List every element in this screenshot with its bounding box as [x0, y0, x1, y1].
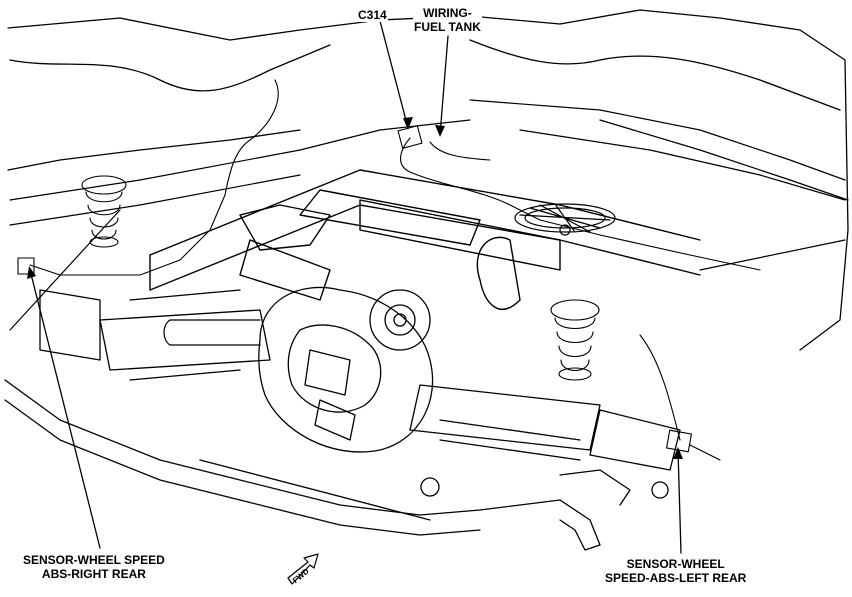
callout-sensor-left-rear: SENSOR-WHEEL SPEED-ABS-LEFT REAR [604, 557, 748, 585]
drive-shaft [163, 319, 261, 346]
rear-fascia [4, 379, 669, 551]
callout-sensor-right-rear-line-2: ABS-RIGHT REAR [41, 567, 146, 581]
body-floor-pan [7, 9, 849, 351]
wiring-harness [17, 79, 761, 461]
differential [258, 286, 434, 453]
callout-sensor-right-rear: SENSOR-WHEEL SPEED ABS-RIGHT REAR [22, 553, 166, 581]
frame-rails [9, 99, 846, 331]
leader-lines [29, 20, 682, 554]
fwd-arrow-icon: FWD [287, 553, 319, 585]
cross-member [149, 169, 701, 310]
coil-spring-right [81, 175, 127, 248]
callout-c314: C314 [357, 8, 388, 22]
fwd-label: FWD [291, 566, 311, 585]
rear-axle [39, 289, 681, 471]
coil-spring-left [550, 299, 600, 381]
leader-left-rear [677, 449, 682, 554]
leader-arrowheads [27, 117, 683, 459]
fuel-pump-module [514, 203, 616, 236]
callout-wiring-fuel-tank: WIRING- FUEL TANK [413, 6, 482, 34]
callout-sensor-left-rear-line-2: SPEED-ABS-LEFT REAR [605, 571, 747, 585]
callout-wiring-fuel-tank-line-1: WIRING- [423, 6, 472, 20]
leader-fuel-tank [439, 35, 449, 136]
leader-right-rear [29, 269, 101, 549]
callout-wiring-fuel-tank-line-2: FUEL TANK [414, 20, 481, 34]
callout-sensor-left-rear-line-1: SENSOR-WHEEL [626, 557, 725, 571]
leader-c314 [379, 20, 409, 129]
callout-sensor-right-rear-line-1: SENSOR-WHEEL SPEED [23, 553, 165, 567]
callout-c314-line-1: C314 [358, 8, 387, 22]
